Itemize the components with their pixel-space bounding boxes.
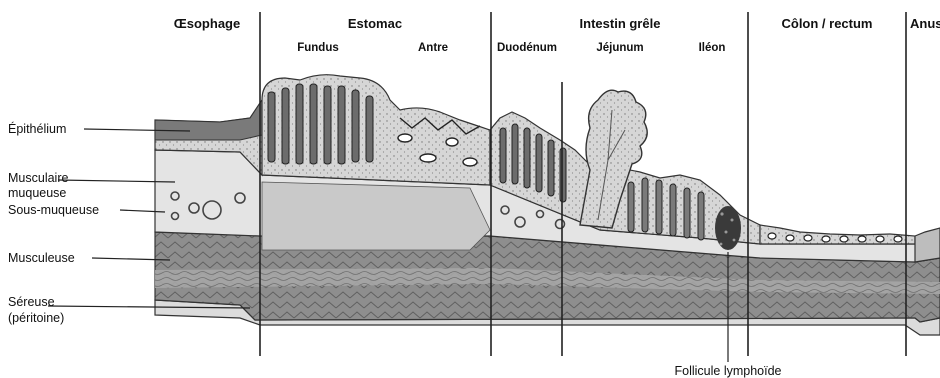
colon-mucosa xyxy=(760,225,915,244)
layer-submucosa-label: Sous-muqueuse xyxy=(8,203,99,217)
anus-mucosa xyxy=(915,228,940,262)
region-small-intestine-label: Intestin grêle xyxy=(580,16,661,31)
esophagus-epithelium xyxy=(155,100,262,140)
jejunum-label: Jéjunum xyxy=(596,42,643,54)
lymphoid-follicle xyxy=(715,206,741,250)
region-esophagus-label: Œsophage xyxy=(174,16,240,31)
region-anus-label: Anus xyxy=(910,16,940,31)
lymphoid-follicle-label: Follicule lymphoïde xyxy=(675,364,782,378)
stomach-antrum-label: Antre xyxy=(418,42,448,54)
layer-serosa-label: Séreuse xyxy=(8,295,55,309)
duodenum-label: Duodénum xyxy=(497,42,557,54)
region-stomach-label: Estomac xyxy=(348,16,402,31)
layer-muscularis-mucosae-label-line2: muqueuse xyxy=(8,186,66,200)
stomach-submucosa-pale xyxy=(262,182,490,250)
layer-muscularis-mucosae-label: Musculaire xyxy=(8,171,68,185)
layer-muscularis-label: Musculeuse xyxy=(8,251,75,265)
region-colon-rectum-label: Côlon / rectum xyxy=(781,16,872,31)
ileum-label: Iléon xyxy=(699,42,726,54)
layer-epithelium-label: Épithélium xyxy=(8,121,66,136)
layer-serosa-label-line2: (péritoine) xyxy=(8,311,64,325)
stomach-fundus-label: Fundus xyxy=(297,42,339,54)
